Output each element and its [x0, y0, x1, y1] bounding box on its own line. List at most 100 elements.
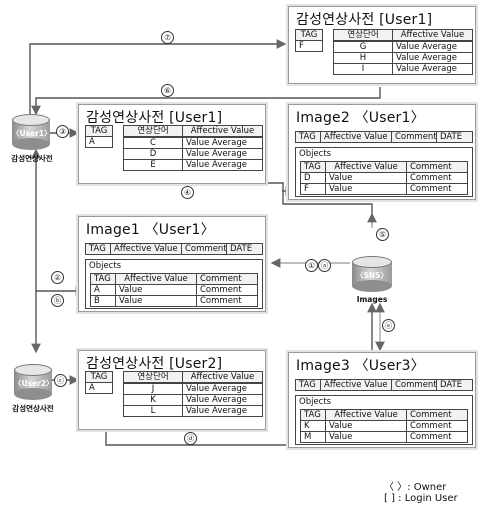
header-comment: Comment — [181, 243, 227, 255]
value-cell: Value — [325, 172, 407, 184]
table-row: K Value Comment — [300, 420, 468, 432]
dict-user2-word-table: 연상단어 Affective Value — [123, 371, 263, 383]
header-comment: Comment — [391, 131, 437, 143]
image1-objects-box: Objects TAG Affective Value Comment A Va… — [85, 259, 263, 309]
user1-db-caption: 감성연상사전 — [11, 154, 53, 163]
dict-user1-word-table: 연상단어 Affective Value — [123, 125, 263, 137]
marker-5: ⑤ — [376, 228, 389, 241]
header-word: 연상단어 — [333, 29, 393, 41]
sns-database-icon: 〈SNS〉 — [352, 256, 392, 292]
dict-user1-title: 감성연상사전 [User1] — [86, 110, 223, 126]
tag-cell: M — [300, 431, 326, 443]
tag-cell: B — [90, 295, 116, 307]
header-date: DATE — [436, 131, 473, 143]
header-tag: TAG — [300, 409, 326, 421]
marker-4: ④ — [181, 186, 194, 199]
value-cell: Value Average — [392, 52, 473, 64]
comment-cell: Comment — [196, 284, 258, 296]
header-affective: Affective Value — [320, 379, 392, 391]
sns-db-caption: Images — [356, 295, 388, 304]
dict-user2-title: 감성연상사전 [User2] — [86, 356, 223, 372]
header-affective: Affective Value — [115, 273, 197, 285]
header-affective: Affective Value — [320, 131, 392, 143]
comment-cell: Comment — [196, 295, 258, 307]
image3-header-table: TAG Affective Value Comment DATE — [295, 379, 473, 391]
image2-objects-table: TAG Affective Value Comment D Value Comm… — [300, 161, 468, 195]
word-cell: H — [333, 52, 393, 64]
dict-user1-tag-table: TAG A — [85, 125, 113, 148]
value-cell: Value Average — [182, 159, 263, 171]
value-cell: Value — [325, 431, 407, 443]
header-affective: Affective Value — [392, 29, 473, 41]
table-row: F Value Comment — [300, 183, 468, 195]
header-tag: TAG — [85, 125, 113, 137]
legend-owner: 〈 〉: Owner — [384, 482, 447, 493]
value-cell: Value — [115, 295, 197, 307]
marker-c: ⓒ — [54, 374, 67, 387]
tag-cell: A — [85, 136, 113, 148]
word-cell: D — [123, 148, 183, 160]
comment-cell: Comment — [406, 183, 468, 195]
user1-db-label: 〈User1〉 — [12, 129, 52, 138]
header-affective: Affective Value — [182, 125, 263, 137]
user1-database-icon: 〈User1〉 — [12, 114, 52, 150]
sns-db-label: 〈SNS〉 — [355, 271, 389, 280]
header-comment: Comment — [391, 379, 437, 391]
value-cell: Value Average — [182, 394, 263, 406]
dict-user2-tag-table: TAG A — [85, 371, 113, 394]
image1-header-table: TAG Affective Value Comment DATE — [85, 243, 263, 255]
value-cell: Value — [325, 420, 407, 432]
word-cell: K — [123, 394, 183, 406]
header-comment: Comment — [196, 273, 258, 285]
comment-cell: Comment — [406, 420, 468, 432]
image2-title: Image2 〈User1〉 — [296, 110, 425, 126]
header-tag: TAG — [295, 29, 323, 41]
tag-cell: A — [85, 382, 113, 394]
header-affective: Affective Value — [182, 371, 263, 383]
tag-cell: A — [90, 284, 116, 296]
table-row: B Value Comment — [90, 295, 258, 307]
header-tag: TAG — [295, 379, 321, 391]
image3-objects-box: Objects TAG Affective Value Comment K Va… — [295, 395, 473, 445]
marker-6: ⑥ — [161, 84, 174, 97]
value-cell: Value Average — [182, 383, 263, 395]
value-cell: Value Average — [392, 41, 473, 53]
objects-label: Objects — [299, 149, 332, 159]
marker-7: ⑦ — [161, 31, 174, 44]
word-cell: L — [123, 405, 183, 417]
image3-objects-table: TAG Affective Value Comment K Value Comm… — [300, 409, 468, 443]
image2-panel: Image2 〈User1〉 TAG Affective Value Comme… — [288, 104, 476, 200]
image2-header-table: TAG Affective Value Comment DATE — [295, 131, 473, 143]
image2-objects-box: Objects TAG Affective Value Comment D Va… — [295, 147, 473, 197]
value-cell: Value Average — [392, 63, 473, 75]
value-cell: Value — [325, 183, 407, 195]
header-comment: Comment — [406, 409, 468, 421]
image3-panel: Image3 〈User3〉 TAG Affective Value Comme… — [288, 352, 476, 448]
header-tag: TAG — [295, 131, 321, 143]
table-row: D Value Comment — [300, 172, 468, 184]
header-tag: TAG — [300, 161, 326, 173]
tag-cell: F — [295, 40, 323, 52]
dict-user1-panel: 감성연상사전 [User1] TAG A 연상단어 Affective Valu… — [78, 104, 266, 184]
tag-cell: K — [300, 420, 326, 432]
table-row: M Value Comment — [300, 431, 468, 443]
word-cell: E — [123, 159, 183, 171]
tag-cell: F — [300, 183, 326, 195]
image1-title: Image1 〈User1〉 — [86, 222, 215, 238]
header-affective: Affective Value — [325, 161, 407, 173]
dict-top-word-table: 연상단어 Affective Value — [333, 29, 473, 41]
image1-objects-table: TAG Affective Value Comment A Value Comm… — [90, 273, 258, 307]
dict-top-tag-table: TAG F — [295, 29, 323, 52]
marker-e: ⓔ — [382, 319, 395, 332]
header-tag: TAG — [85, 243, 111, 255]
header-tag: TAG — [90, 273, 116, 285]
objects-label: Objects — [89, 261, 122, 271]
